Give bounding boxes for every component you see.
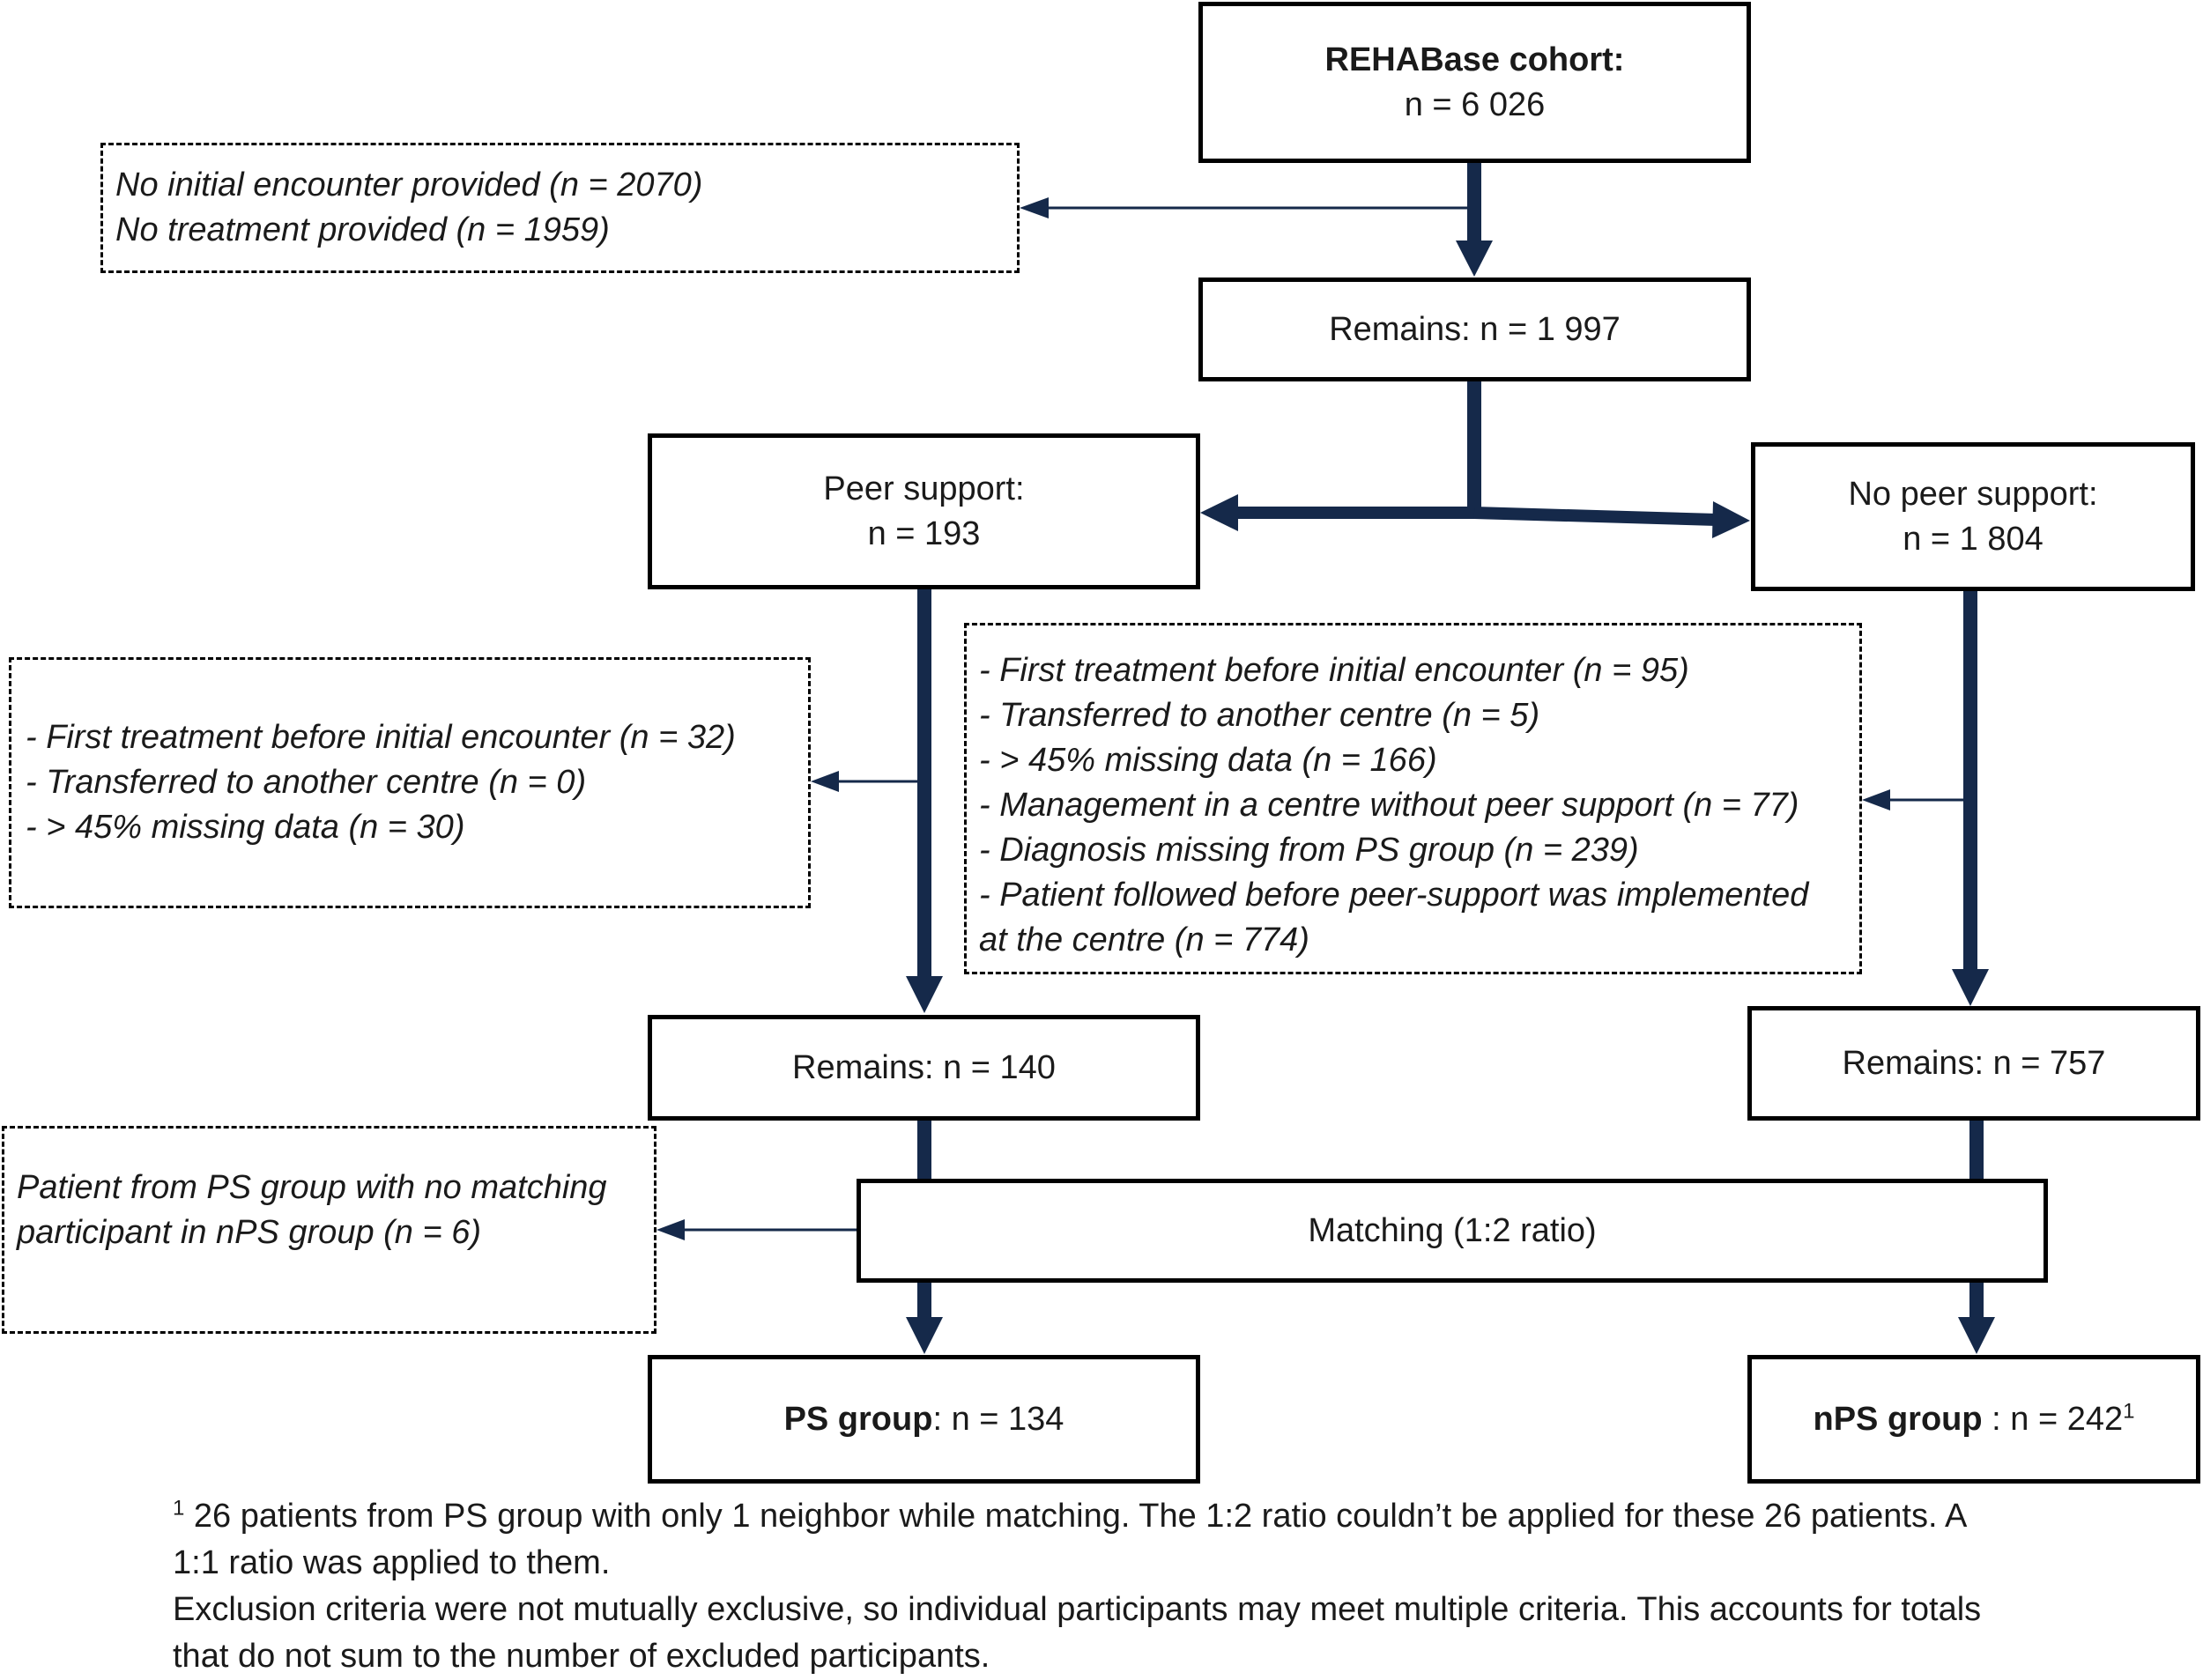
remains-ps-box: Remains: n = 140 — [648, 1015, 1200, 1121]
peer-support-count: n = 193 — [867, 514, 981, 552]
matching-exclusion-box: Patient from PS group with no matching p… — [2, 1126, 656, 1334]
exclusion-item: - > 45% missing data (n = 166) — [979, 742, 1437, 779]
arrowhead-ps-exclusion — [811, 771, 839, 792]
no-peer-support-exclusion-box: - First treatment before initial encount… — [964, 623, 1862, 974]
footnote-line: 1 26 patients from PS group with only 1 … — [173, 1496, 1968, 1535]
no-peer-support-label: No peer support: — [1848, 475, 2098, 513]
exclusion-item: - First treatment before initial encount… — [979, 652, 1689, 689]
footnote: 1 26 patients from PS group with only 1 … — [173, 1493, 2067, 1680]
no-peer-support-box: No peer support: n = 1 804 — [1751, 442, 2195, 591]
arrowhead-split-right — [1712, 501, 1750, 538]
exclusion-item: - Patient followed before peer-support w… — [979, 877, 1809, 914]
arrowhead-matching-exclusion — [656, 1219, 685, 1240]
ps-group-box: PS group: n = 134 — [648, 1355, 1200, 1484]
arrowhead-ps-down — [906, 976, 943, 1013]
exclusion-item: - First treatment before initial encount… — [26, 719, 736, 756]
nps-group-text: nPS group : n = 2421 — [1813, 1398, 2135, 1438]
peer-support-exclusion-box: - First treatment before initial encount… — [9, 657, 811, 908]
footnote-line: that do not sum to the number of exclude… — [173, 1638, 990, 1675]
exclusion-item: No initial encounter provided (n = 2070) — [115, 167, 703, 204]
arrowhead-ps-group — [906, 1317, 943, 1354]
remains-all-box: Remains: n = 1 997 — [1198, 278, 1751, 381]
remains-nps-text: Remains: n = 757 — [1842, 1044, 2106, 1082]
exclusion-item: - Management in a centre without peer su… — [979, 787, 1799, 824]
cohort-box: REHABase cohort: n = 6 026 — [1198, 2, 1751, 163]
arrowhead-nps-down — [1952, 969, 1989, 1006]
initial-exclusion-box: No initial encounter provided (n = 2070)… — [100, 143, 1020, 273]
footnote-line: Exclusion criteria were not mutually exc… — [173, 1591, 1982, 1628]
remains-nps-box: Remains: n = 757 — [1747, 1006, 2200, 1121]
exclusion-item: Patient from PS group with no matching — [17, 1169, 607, 1206]
exclusion-item: participant in nPS group (n = 6) — [17, 1214, 482, 1251]
arrowhead-split-left — [1200, 494, 1238, 531]
arrow-split-right — [1473, 507, 1717, 526]
nps-group-box: nPS group : n = 2421 — [1747, 1355, 2200, 1484]
cohort-count: n = 6 026 — [1404, 85, 1546, 123]
arrowhead-nps-exclusion — [1862, 789, 1890, 810]
matching-text: Matching (1:2 ratio) — [1308, 1211, 1597, 1249]
nps-group-footnote-mark: 1 — [2123, 1398, 2135, 1423]
exclusion-item: - Transferred to another centre (n = 5) — [979, 697, 1540, 734]
arrowhead-nps-group — [1958, 1317, 1995, 1354]
exclusion-item: - Transferred to another centre (n = 0) — [26, 764, 587, 801]
footnote-mark: 1 — [173, 1496, 185, 1521]
exclusion-item: at the centre (n = 774) — [979, 921, 1309, 958]
arrowhead-cohort-to-remains — [1456, 241, 1493, 277]
no-peer-support-count: n = 1 804 — [1903, 520, 2044, 558]
peer-support-label: Peer support: — [823, 470, 1025, 507]
exclusion-item: No treatment provided (n = 1959) — [115, 211, 610, 248]
footnote-line: 1:1 ratio was applied to them. — [173, 1544, 611, 1581]
remains-ps-text: Remains: n = 140 — [792, 1048, 1056, 1086]
cohort-title: REHABase cohort: — [1324, 41, 1625, 78]
peer-support-box: Peer support: n = 193 — [648, 433, 1200, 589]
arrowhead-initial-exclusion — [1020, 197, 1049, 218]
exclusion-item: - > 45% missing data (n = 30) — [26, 809, 465, 846]
remains-all-text: Remains: n = 1 997 — [1329, 310, 1621, 348]
matching-box: Matching (1:2 ratio) — [857, 1179, 2048, 1283]
ps-group-text: PS group: n = 134 — [783, 1400, 1064, 1438]
exclusion-item: - Diagnosis missing from PS group (n = 2… — [979, 832, 1639, 869]
